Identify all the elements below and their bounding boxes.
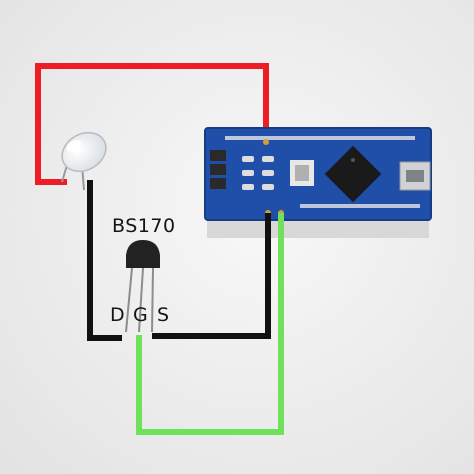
drain-wire: [87, 180, 122, 341]
mini-usb-port-icon: [399, 161, 431, 191]
pin-label-drain: D: [110, 304, 126, 326]
reset-button-icon: [290, 160, 314, 186]
positive-wire: [35, 63, 269, 185]
ground-wire: [152, 213, 271, 339]
led-icon: [61, 131, 107, 191]
arduino-nano-board-icon: [204, 127, 432, 238]
signal-wire: [136, 213, 284, 435]
transistor-model-label: BS170: [112, 215, 176, 237]
pin-label-gate: G: [133, 304, 149, 326]
pin-label-source: S: [157, 304, 170, 326]
transistor-icon: [125, 240, 160, 333]
